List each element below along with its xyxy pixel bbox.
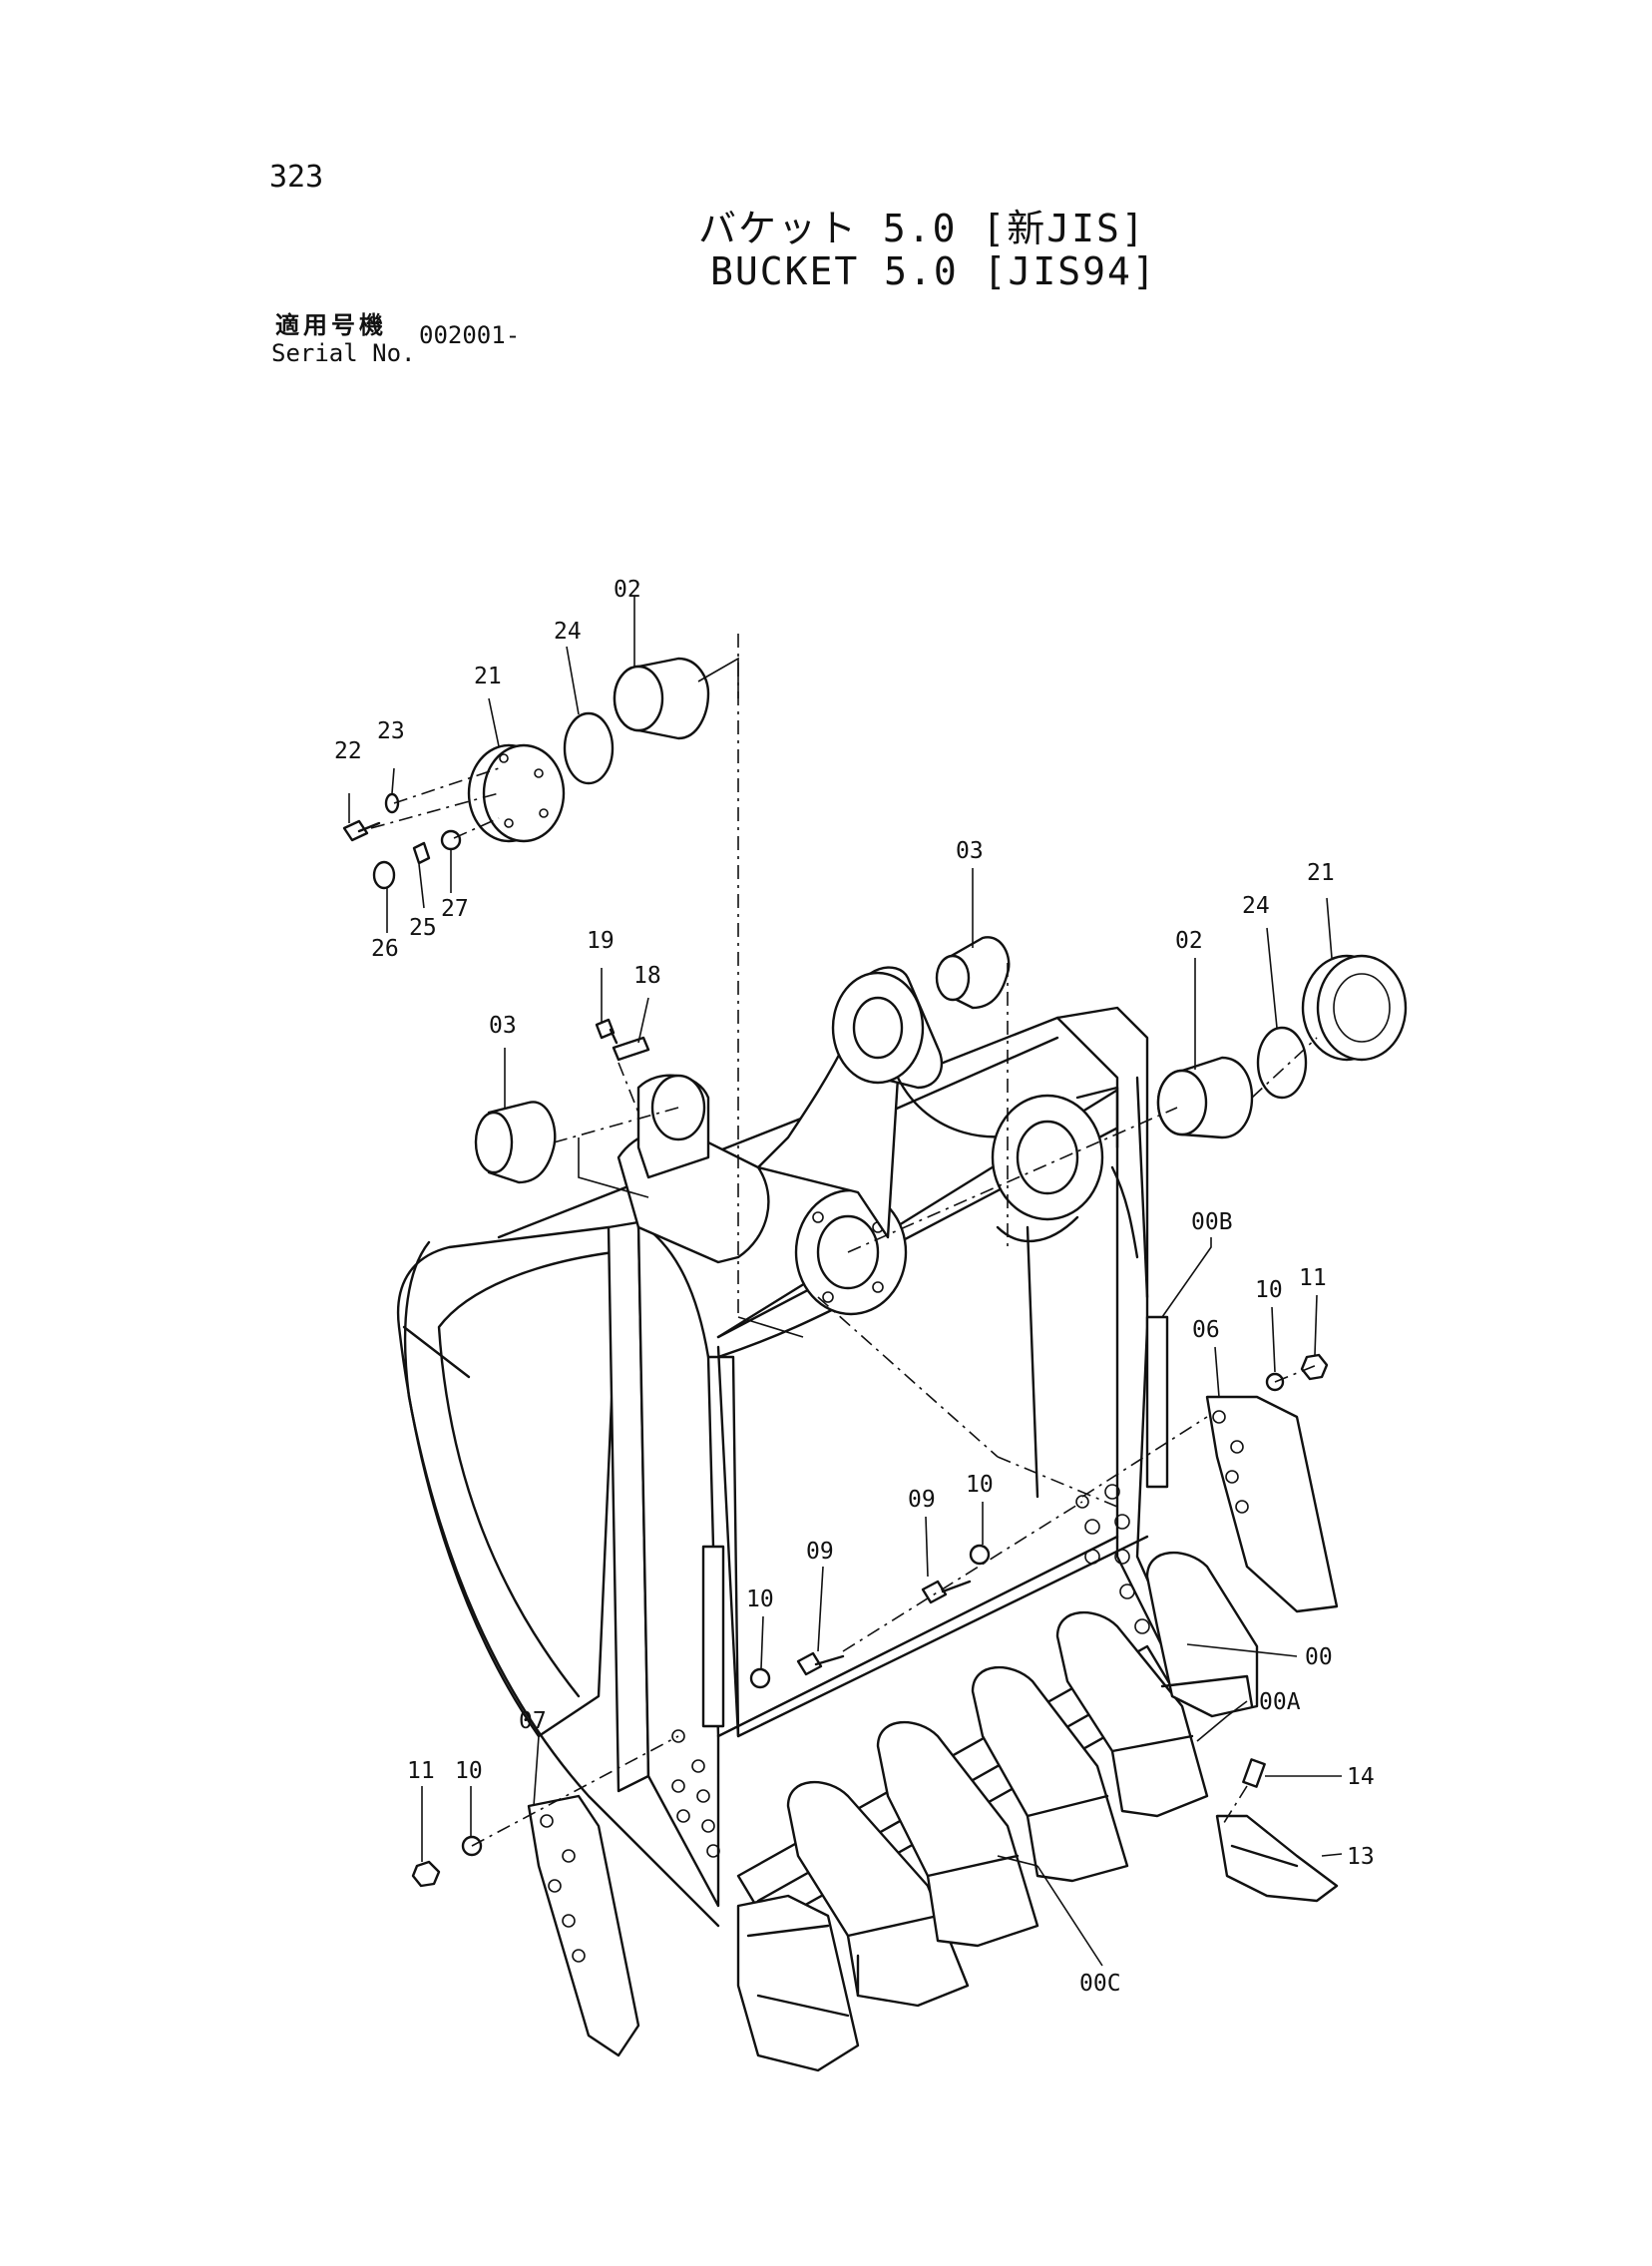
callout-00B: 00B xyxy=(1191,1209,1233,1235)
callout-24-upper: 24 xyxy=(554,619,582,645)
callout-00A: 00A xyxy=(1259,1689,1301,1715)
callout-21-right: 21 xyxy=(1307,860,1335,886)
mounting-brackets xyxy=(617,966,1119,1316)
callout-11-bottom-left: 11 xyxy=(407,1758,435,1784)
callout-07: 07 xyxy=(519,1708,547,1734)
callout-26: 26 xyxy=(371,936,399,962)
page-title-english: BUCKET 5.0 [JIS94] xyxy=(710,249,1157,293)
callout-09-left: 09 xyxy=(806,1539,834,1565)
callout-23: 23 xyxy=(377,718,405,744)
side-cutters xyxy=(527,1395,1339,2057)
callout-00: 00 xyxy=(1305,1644,1333,1670)
callout-03-left: 03 xyxy=(489,1013,517,1039)
loose-parts xyxy=(342,657,1408,1888)
callout-21-upper: 21 xyxy=(474,664,502,689)
callout-24-right: 24 xyxy=(1242,893,1270,919)
serial-label-japanese: 適用号機 xyxy=(275,311,387,339)
leader-lines xyxy=(348,597,1343,1967)
callout-03-upper: 03 xyxy=(956,838,984,864)
bucket-teeth xyxy=(736,1552,1339,2072)
callout-10-right: 10 xyxy=(1255,1277,1283,1303)
page-number: 323 xyxy=(269,160,324,195)
callout-25: 25 xyxy=(409,915,437,941)
callout-02-upper: 02 xyxy=(614,577,641,603)
serial-number-value: 002001- xyxy=(419,321,521,349)
page-title-japanese: バケット 5.0 [新JIS] xyxy=(698,207,1146,250)
callout-00C: 00C xyxy=(1079,1971,1121,1997)
callout-13: 13 xyxy=(1347,1844,1375,1870)
callout-19: 19 xyxy=(587,928,615,954)
callout-10-left: 10 xyxy=(746,1586,774,1612)
callout-18: 18 xyxy=(633,963,661,989)
callout-22: 22 xyxy=(334,738,362,764)
callout-10-mid: 10 xyxy=(966,1472,994,1498)
callout-06: 06 xyxy=(1192,1317,1220,1343)
callout-labels: 02 24 21 22 23 25 26 27 03 19 18 03 02 2… xyxy=(334,577,1375,1997)
serial-label-english: Serial No. xyxy=(271,339,416,367)
callout-10-bottom-left: 10 xyxy=(455,1758,483,1784)
callout-14: 14 xyxy=(1347,1764,1375,1790)
callout-27: 27 xyxy=(441,896,469,922)
callout-09-mid: 09 xyxy=(908,1487,936,1513)
callout-02-right: 02 xyxy=(1175,928,1203,954)
callout-11-right: 11 xyxy=(1299,1265,1327,1291)
